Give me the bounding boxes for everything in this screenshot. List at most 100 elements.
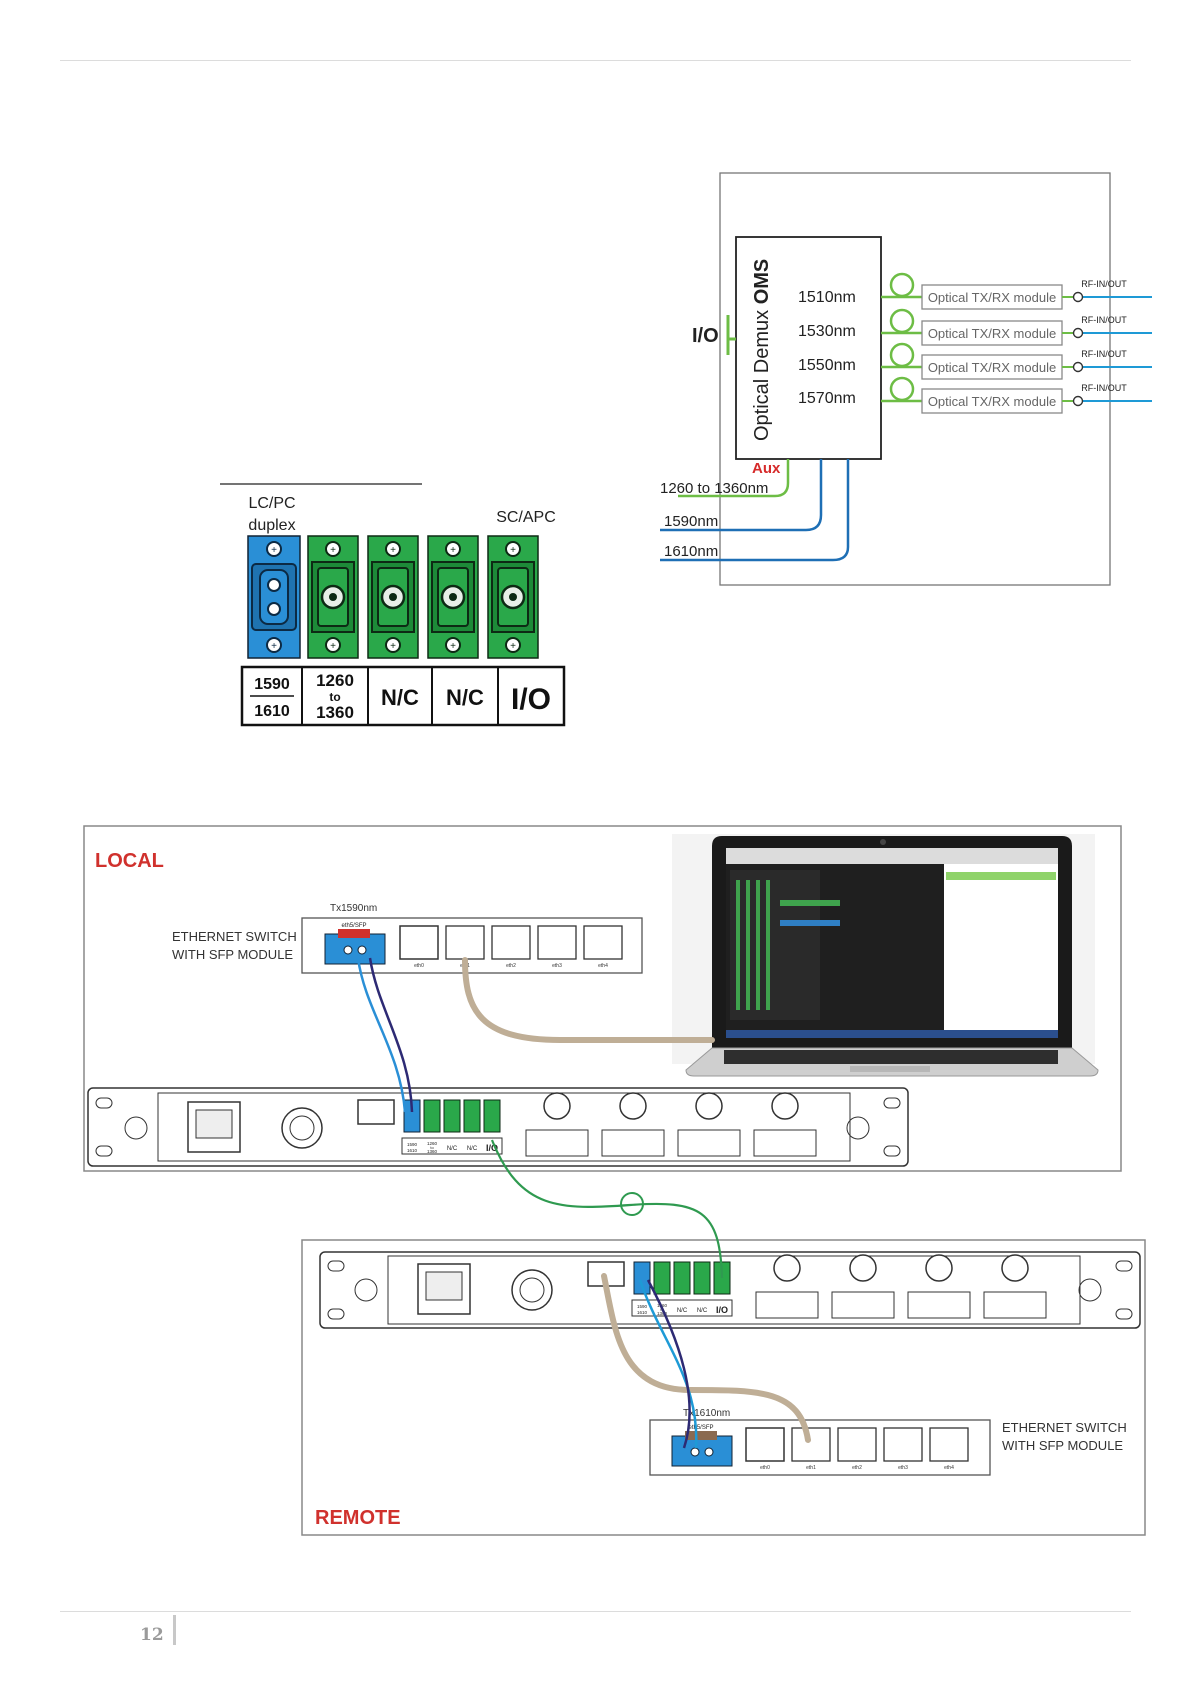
cell-to: to (329, 690, 340, 704)
local-fiber-tx (356, 957, 407, 1113)
svg-text:+: + (390, 641, 396, 652)
lc-label-line1: LC/PC (248, 495, 295, 512)
ethernet-port (929, 1427, 969, 1462)
port-label: eth3 (552, 963, 562, 969)
local-title: LOCAL (95, 850, 164, 872)
mini-label: to (660, 1307, 664, 1312)
cell-io: I/O (511, 683, 551, 716)
remote-switch-label-2: WITH SFP MODULE (1002, 1438, 1123, 1453)
local-rack-unit: 1590 1610 1260 to 1360 N/C N/C I/O (87, 1087, 909, 1167)
rf-connector-icon (1072, 361, 1084, 373)
cell-nc-1: N/C (381, 685, 419, 710)
aux-line-label: 1260 to 1360nm (660, 480, 768, 497)
cell-nc-2: N/C (446, 685, 484, 710)
svg-text:+: + (390, 545, 396, 556)
io-label: I/O (692, 325, 719, 347)
fiber-loop-icon (889, 308, 915, 334)
mini-label: N/C (467, 1146, 478, 1152)
remote-fiber-rx (646, 1279, 691, 1449)
aux-label: Aux (752, 460, 781, 477)
port-label: eth4 (944, 1465, 954, 1471)
svg-text:+: + (450, 545, 456, 556)
sfp-tag: eth5/SFP (341, 923, 366, 929)
connector-panel-diagram: LC/PC duplex SC/APC + + + + + + (220, 483, 566, 727)
mini-label: 1610 (407, 1148, 418, 1153)
port-label: eth3 (898, 1465, 908, 1471)
remote-fiber-tx (638, 1279, 698, 1449)
page-number-divider (173, 1615, 176, 1645)
fiber-loop-icon (889, 342, 915, 368)
sc-label: SC/APC (496, 509, 556, 526)
svg-text:+: + (510, 545, 516, 556)
ethernet-port (445, 925, 485, 960)
aux-line-label: 1610nm (664, 543, 718, 560)
io-fiber-link (490, 1139, 724, 1279)
aux-fiber-1260 (678, 459, 790, 498)
mini-label: N/C (697, 1308, 708, 1314)
svg-text:+: + (271, 641, 277, 652)
wavelength-label: 1570nm (798, 390, 856, 407)
port-label: eth1 (806, 1465, 816, 1471)
remote-frame (301, 1239, 1146, 1536)
page-number: 12 (140, 1625, 164, 1645)
mini-label: I/O (486, 1143, 498, 1153)
tx-rx-module-label: Optical TX/RX module (928, 394, 1056, 409)
fiber-loop-icon (889, 272, 915, 298)
remote-tx-label: Tx1610nm (683, 1408, 730, 1419)
mini-label: N/C (677, 1308, 688, 1314)
cell-1610: 1610 (254, 703, 290, 720)
svg-text:+: + (330, 641, 336, 652)
mini-label: 1590 (407, 1142, 418, 1147)
remote-rack-unit: 1590 1610 1260 to 1360 N/C N/C I/O (319, 1251, 1141, 1329)
ethernet-port (399, 925, 439, 960)
svg-text:+: + (271, 545, 277, 556)
rf-connector-icon (1072, 327, 1084, 339)
ethernet-port (537, 925, 577, 960)
svg-text:+: + (450, 641, 456, 652)
local-switch-label-2: WITH SFP MODULE (172, 947, 293, 962)
port-label: eth2 (506, 963, 516, 969)
ethernet-port (837, 1427, 877, 1462)
ethernet-port (883, 1427, 923, 1462)
wavelength-label: 1530nm (798, 323, 856, 340)
aux-line-label: 1590nm (664, 513, 718, 530)
local-ethernet-cable (462, 957, 715, 1043)
sc-adapter: + + (367, 535, 419, 659)
laptop-image (672, 834, 1099, 1077)
rf-label: RF-IN/OUT (1081, 315, 1127, 325)
mini-label: 1360 (657, 1311, 668, 1316)
ethernet-port (791, 1427, 831, 1462)
tx-rx-module-label: Optical TX/RX module (928, 290, 1056, 305)
local-ethernet-switch: eth5/SFP eth0 eth1 eth2 eth3 eth4 (301, 917, 643, 974)
port-label: eth4 (598, 963, 608, 969)
port-label: eth2 (852, 1465, 862, 1471)
local-tx-label: Tx1590nm (330, 903, 377, 914)
tx-rx-module-label: Optical TX/RX module (928, 360, 1056, 375)
channel-row: 1510nm Optical TX/RX module RF-IN/OUT (798, 272, 1152, 310)
sfp-tag: eth5/SFP (688, 1425, 713, 1431)
mini-label: to (430, 1145, 434, 1150)
aux-fiber-1610 (660, 459, 850, 562)
sc-adapter: + + (307, 535, 359, 659)
local-switch-label-1: ETHERNET SWITCH (172, 929, 297, 944)
ethernet-port (745, 1427, 785, 1462)
ethernet-port (583, 925, 623, 960)
local-fiber-rx (368, 957, 414, 1113)
svg-text:+: + (330, 545, 336, 556)
ethernet-port (491, 925, 531, 960)
mini-label: 1260 (427, 1141, 438, 1146)
svg-text:+: + (510, 641, 516, 652)
rf-connector-icon (1072, 395, 1084, 407)
remote-title: REMOTE (315, 1507, 401, 1529)
bottom-rule (60, 1611, 1131, 1612)
demux-title: Optical Demux OMS (751, 259, 773, 441)
tx-rx-module-label: Optical TX/RX module (928, 326, 1056, 341)
local-frame (83, 825, 1122, 1172)
remote-switch-label-1: ETHERNET SWITCH (1002, 1420, 1127, 1435)
rf-label: RF-IN/OUT (1081, 279, 1127, 289)
channel-row: 1530nm Optical TX/RX module RF-IN/OUT (798, 308, 1152, 346)
mini-label: N/C (447, 1146, 458, 1152)
rf-label: RF-IN/OUT (1081, 383, 1127, 393)
channel-row: 1570nm Optical TX/RX module RF-IN/OUT (798, 376, 1152, 414)
wavelength-label: 1510nm (798, 289, 856, 306)
